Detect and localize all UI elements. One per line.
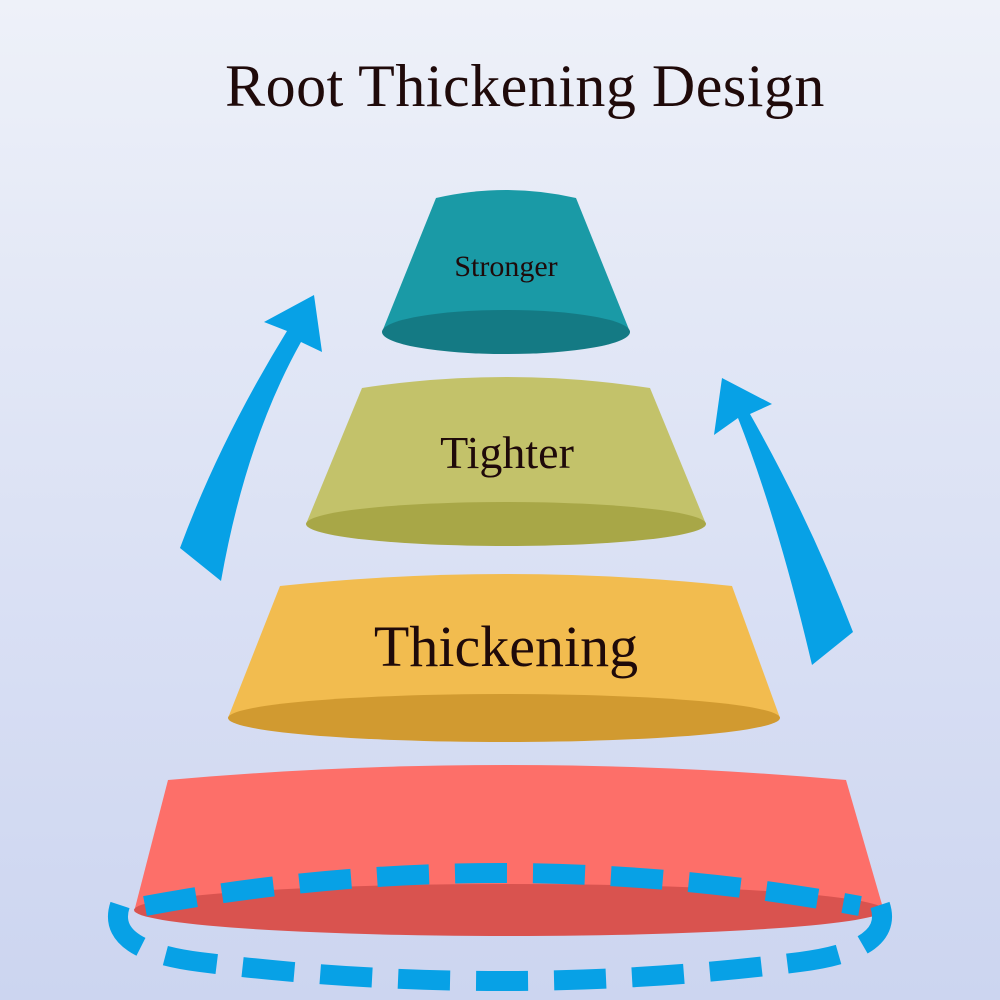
tier-thickening-side xyxy=(228,574,780,730)
dashed-ring xyxy=(108,863,892,991)
dashed-ring-front xyxy=(108,901,892,991)
arrow-up-right-icon xyxy=(714,378,853,665)
tier-tighter: Tighter xyxy=(306,377,706,546)
tier-tighter-side xyxy=(306,377,706,536)
arrow-up-left-icon xyxy=(180,295,322,581)
tier-thickening-bottom xyxy=(228,694,780,742)
tier-stronger-side xyxy=(382,190,630,342)
tier-thickening: Thickening xyxy=(228,574,780,742)
tier-tighter-bottom xyxy=(306,502,706,546)
tier-stronger-label: Stronger xyxy=(454,250,557,283)
diagram-title: Root Thickening Design xyxy=(225,53,825,119)
tier-tighter-label: Tighter xyxy=(440,427,574,478)
tier-thickening-label: Thickening xyxy=(374,614,638,679)
tier-stronger: Stronger xyxy=(382,190,630,354)
tier-stronger-bottom xyxy=(382,310,630,354)
dashed-ring-back xyxy=(143,863,862,916)
tier-base xyxy=(134,765,884,936)
tier-base-bottom xyxy=(134,884,884,936)
